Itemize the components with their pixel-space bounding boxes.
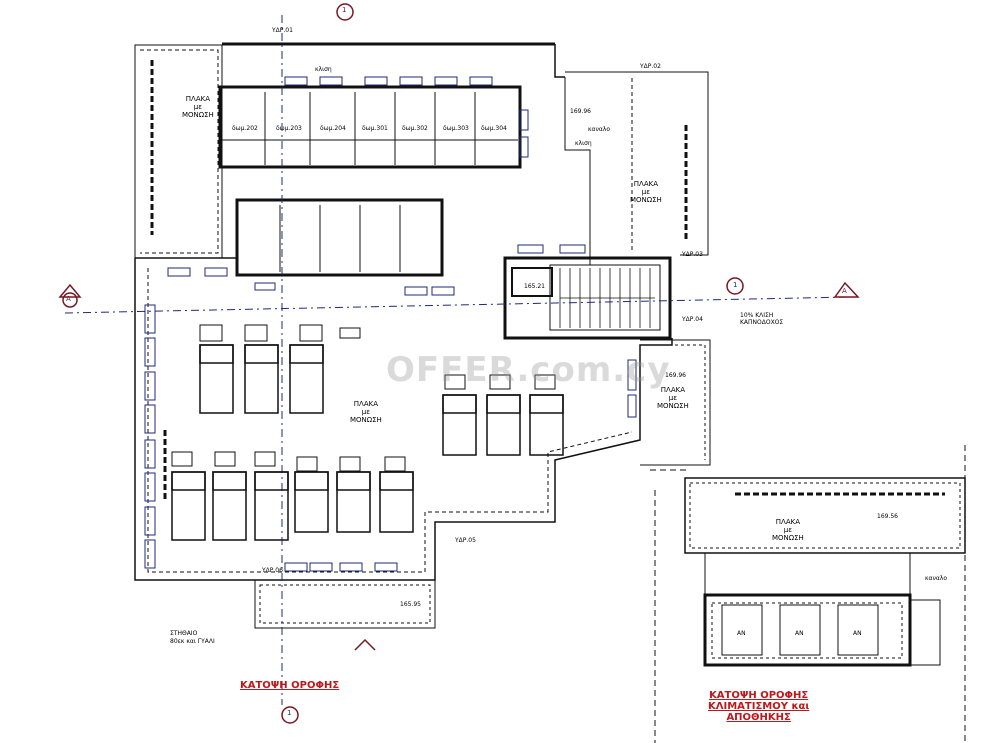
plan-title-secondary: ΚΑΤΟΨΗ ΟΡΟΦΗΣ ΚΛΙΜΑΤΙΣΜΟΥ και ΑΠΟΘΗΚΗΣ [708,690,810,723]
room-tag: δωμ.202 [232,125,258,132]
slope-label: κλιση [575,140,592,147]
slope-label: κλιση [315,66,332,73]
section-marker: Α [842,287,847,295]
yap-label: ΥΔΡ.06 [262,567,283,574]
stair-core [503,256,672,340]
yap-label: ΥΔΡ.01 [272,27,293,34]
gutter-label: καναλο [588,126,611,133]
unit-tag: ΑΝ [737,630,746,637]
watermark: OFFER.com.cy [386,350,671,390]
level-label: 169.96 [665,372,686,379]
level-label: 169.96 [570,108,591,115]
section-marker: 1 [287,709,292,717]
yap-label: ΥΔΡ.05 [455,537,476,544]
plan-title-main: ΚΑΤΟΨΗ ΟΡΟΦΗΣ [240,680,340,691]
room-tag: δωμ.302 [402,125,428,132]
section-marker: 1 [733,281,738,289]
ac-units [171,344,564,541]
secondary-roof-plan [684,477,966,554]
top-wing-outline [134,44,223,259]
room-tag: δωμ.304 [481,125,507,132]
room-tag: δωμ.303 [443,125,469,132]
level-label: 169.56 [877,513,898,520]
unit-tag: ΑΝ [853,630,862,637]
right-small-terrace [640,339,711,466]
yap-label: ΥΔΡ.02 [640,63,661,70]
ac-room [703,593,912,667]
level-label: 165.21 [524,283,545,290]
unit-tag: ΑΝ [795,630,804,637]
section-marker: 1 [342,6,347,14]
level-label: 165.95 [400,601,421,608]
lower-rooms-block [235,198,444,277]
bottom-terrace [254,579,436,629]
section-marker: Α [66,295,71,303]
room-tag: δωμ.301 [362,125,388,132]
yap-label: ΥΔΡ.04 [682,316,703,323]
yap-label: ΥΔΡ.03 [682,251,703,258]
gutter-label: καναλο [925,575,948,582]
room-tag: δωμ.204 [320,125,346,132]
room-tag: δωμ.203 [276,125,302,132]
